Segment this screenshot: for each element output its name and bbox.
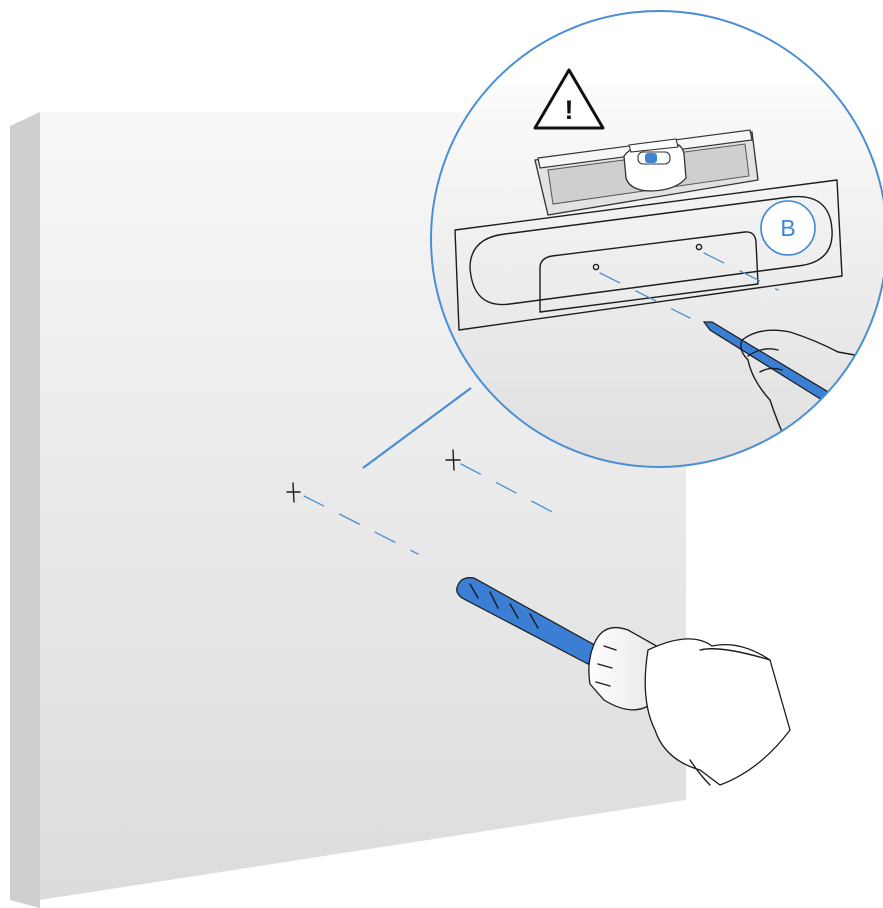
step-badge: B xyxy=(761,201,815,255)
badge-letter: B xyxy=(780,215,795,241)
warning-mark: ! xyxy=(565,95,574,125)
